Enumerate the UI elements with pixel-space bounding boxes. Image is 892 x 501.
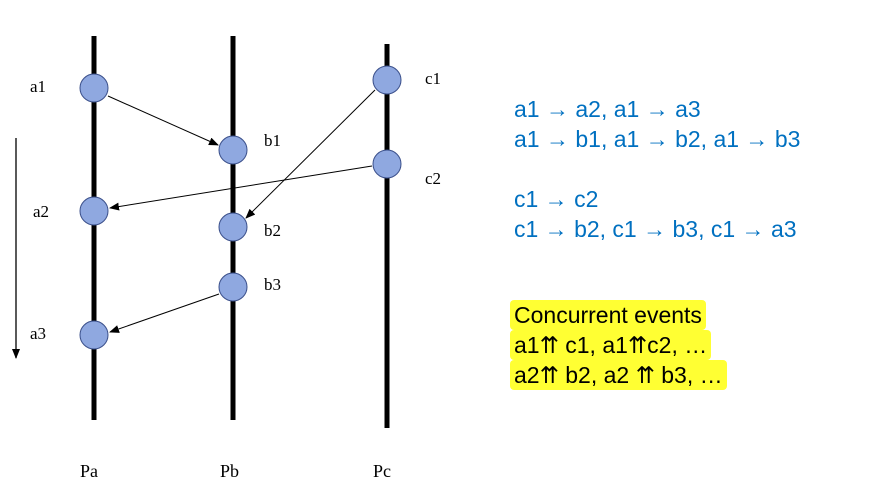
message-b3-a3 xyxy=(109,293,220,333)
event-label-a1: a1 xyxy=(30,77,46,96)
event-a1 xyxy=(79,73,109,103)
event-b3 xyxy=(218,272,248,302)
event-label-a2: a2 xyxy=(33,202,49,221)
event-a3 xyxy=(79,320,109,350)
event-b2 xyxy=(218,212,248,242)
process-label-pa: Pa xyxy=(80,461,98,481)
event-label-b1: b1 xyxy=(264,131,281,150)
message-a1-b1 xyxy=(107,95,219,146)
event-c1 xyxy=(372,65,402,95)
event-b1 xyxy=(218,135,248,165)
relation-line: c1 → b2, c1 → b3, c1 → a3 xyxy=(514,216,797,242)
message-c1-b2 xyxy=(245,89,376,219)
message-c2-a2 xyxy=(109,165,373,211)
event-label-b2: b2 xyxy=(264,221,281,240)
process-label-pb: Pb xyxy=(220,461,239,481)
relation-line: a1 → b1, a1 → b2, a1 → b3 xyxy=(514,126,801,152)
event-label-c1: c1 xyxy=(425,69,441,88)
process-label-pc: Pc xyxy=(373,461,391,481)
event-c2 xyxy=(372,149,402,179)
event-label-c2: c2 xyxy=(425,169,441,188)
concurrent-events-box: Concurrent events a1⇈ c1, a1⇈c2, … a2⇈ b… xyxy=(510,300,727,390)
event-label-b3: b3 xyxy=(264,275,281,294)
space-time-diagram: a1 a2 a3 b1 b2 b3 c1 c2 Pa Pb Pc xyxy=(12,36,441,481)
relation-line: a1 → a2, a1 → a3 xyxy=(514,96,701,122)
happened-before-relations: a1 → a2, a1 → a3 a1 → b1, a1 → b2, a1 → … xyxy=(514,94,800,244)
spacer xyxy=(514,154,800,184)
concurrent-heading: Concurrent events xyxy=(510,300,706,330)
relation-line: c1 → c2 xyxy=(514,186,599,212)
concurrent-line: a1⇈ c1, a1⇈c2, … xyxy=(510,330,712,360)
concurrent-line: a2⇈ b2, a2 ⇈ b3, … xyxy=(510,360,727,390)
event-label-a3: a3 xyxy=(30,324,46,343)
event-a2 xyxy=(79,196,109,226)
